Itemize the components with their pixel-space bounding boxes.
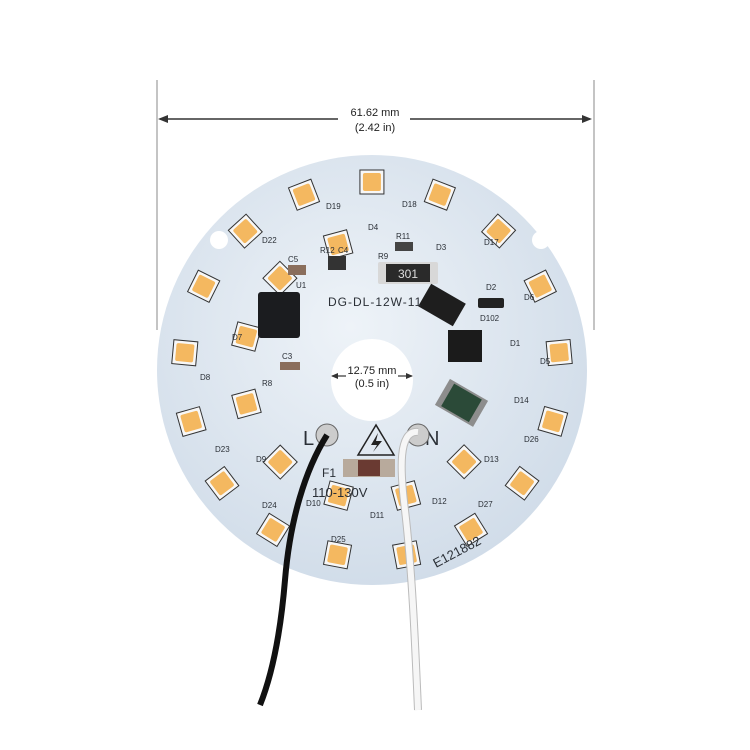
led-chip <box>423 178 457 211</box>
label-d2: D2 <box>486 283 497 292</box>
arrow-left-icon <box>158 115 168 123</box>
label-r8: R8 <box>262 379 273 388</box>
led-chip <box>359 169 385 195</box>
diode-d102 <box>478 298 504 308</box>
label-d23: D23 <box>215 445 230 454</box>
label-d13: D13 <box>484 455 499 464</box>
label-d9: D9 <box>256 455 267 464</box>
mount-notch <box>210 231 228 249</box>
label-d12: D12 <box>432 497 447 506</box>
mount-notch <box>532 231 550 249</box>
label-d4: D4 <box>368 223 379 232</box>
live-wire-black <box>257 433 330 707</box>
led-chip <box>504 465 540 501</box>
led-chip <box>262 444 298 480</box>
label-d102: D102 <box>480 314 500 323</box>
label-d25: D25 <box>331 535 346 544</box>
led-chip <box>322 540 353 570</box>
label-d22: D22 <box>262 236 277 245</box>
led-chip <box>231 388 262 420</box>
neutral-wire-insulation <box>398 429 421 711</box>
arrow-right-icon <box>406 373 413 379</box>
label-r11: R11 <box>396 232 411 241</box>
label-d7: D7 <box>232 333 243 342</box>
label-c5: C5 <box>288 255 299 264</box>
label-r9: R9 <box>378 252 389 261</box>
pcb-board: U1 301 DG-DL-12W-11 110-130V F1 E121882 … <box>157 155 587 585</box>
high-voltage-warning-icon <box>356 423 396 456</box>
voltage-text: 110-130V <box>312 485 368 500</box>
reference-designators: R11 R12 C4 C5 R9 C3 R8 D102 D1 D2 D3 D4 … <box>200 200 551 544</box>
led-chip <box>537 405 569 437</box>
label-r12: R12 <box>320 246 335 255</box>
led-chip <box>446 444 482 480</box>
label-d24: D24 <box>262 501 277 510</box>
led-chip <box>453 512 489 548</box>
led-chip <box>171 339 199 367</box>
led-chip <box>175 406 207 437</box>
resistor-code: 301 <box>398 267 418 281</box>
label-d3: D3 <box>436 243 447 252</box>
label-d18: D18 <box>402 200 417 209</box>
label-d6: D6 <box>524 293 535 302</box>
outer-diameter-in: (2.42 in) <box>355 122 395 134</box>
led-chip <box>545 338 573 367</box>
label-d11: D11 <box>370 511 385 520</box>
fuse-body <box>358 460 380 476</box>
center-hole <box>331 339 413 421</box>
label-d17: D17 <box>484 238 499 247</box>
led-chip <box>255 512 291 548</box>
led-chip <box>227 213 263 249</box>
led-chip <box>523 269 558 303</box>
arrow-left-icon <box>331 373 338 379</box>
label-d5: D5 <box>540 357 551 366</box>
resistor-body <box>386 264 430 282</box>
led-chip <box>480 213 517 249</box>
led-chip <box>287 178 321 211</box>
resistor-r12 <box>328 256 346 270</box>
capacitor-green <box>434 378 489 427</box>
live-label: L <box>303 428 314 450</box>
label-d8: D8 <box>200 373 211 382</box>
label-c4: C4 <box>338 246 349 255</box>
label-d1: D1 <box>510 339 521 348</box>
resistor-r11 <box>395 242 413 251</box>
hole-diameter-in: (0.5 in) <box>355 378 389 390</box>
label-d26: D26 <box>524 435 539 444</box>
diode-package <box>418 283 466 327</box>
capacitor-c3 <box>280 362 300 370</box>
label-d14: D14 <box>514 396 529 405</box>
led-chip <box>204 465 240 501</box>
label-d19: D19 <box>326 202 341 211</box>
hole-dimension: 12.75 mm (0.5 in) <box>331 365 413 390</box>
board-model-text: DG-DL-12W-11 <box>328 295 422 309</box>
capacitor-c5 <box>288 265 306 275</box>
ic-u1 <box>258 292 300 338</box>
hole-diameter-mm: 12.75 mm <box>348 365 397 377</box>
label-d27: D27 <box>478 500 493 509</box>
led-chip <box>186 269 221 304</box>
outer-dimension: 61.62 mm (2.42 in) <box>156 80 595 330</box>
fuse-label: F1 <box>322 466 336 480</box>
ic-label: U1 <box>296 281 307 290</box>
arrow-right-icon <box>582 115 592 123</box>
outer-diameter-mm: 61.62 mm <box>351 107 400 119</box>
led-chip <box>323 480 354 511</box>
label-c3: C3 <box>282 352 293 361</box>
led-chip <box>231 321 262 352</box>
bridge-rectifier <box>448 330 482 362</box>
label-d10: D10 <box>306 499 321 508</box>
led-chip <box>322 229 354 260</box>
